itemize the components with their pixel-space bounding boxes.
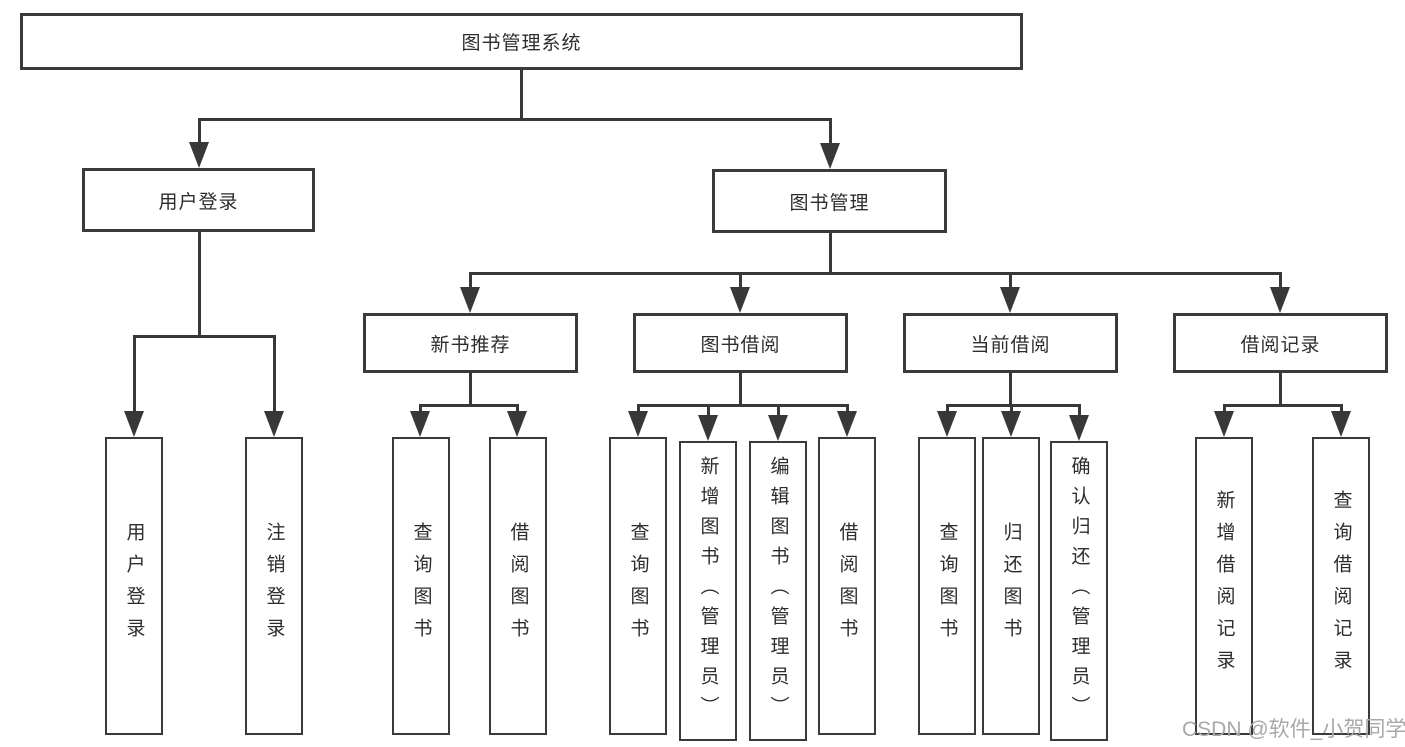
arrowhead-down-icon [837,411,857,437]
connector-line [132,336,136,413]
node-current-borrow: 当前借阅 [903,313,1118,373]
leaf-add-borrow-record-label: 新增借阅记录 [1213,490,1235,682]
connector-line [1278,273,1282,289]
node-root-library-system: 图书管理系统 [20,13,1023,70]
connector-line [1278,373,1282,407]
csdn-watermark: CSDN @软件_小贺同学 [1182,718,1405,741]
leaf-borrow-book-2: 借阅图书 [818,437,876,735]
leaf-query-borrow-record: 查询借阅记录 [1312,437,1370,735]
connector-line [133,334,276,338]
node-current-borrow-label: 当前借阅 [970,334,1051,356]
arrowhead-down-icon [264,411,284,437]
leaf-user-login-label: 用户登录 [123,522,145,650]
connector-line [738,273,742,289]
node-new-book-recommend: 新书推荐 [363,313,578,373]
node-book-borrow-label: 图书借阅 [700,334,781,356]
connector-line [945,405,949,413]
leaf-edit-book-admin-label: 编辑图书（管理员） [767,456,789,726]
arrowhead-down-icon [937,411,957,437]
arrowhead-down-icon [1214,411,1234,437]
connector-line [1339,405,1343,413]
connector-line [776,405,780,417]
leaf-query-book-1-label: 查询图书 [410,522,432,650]
arrowhead-down-icon [1001,411,1021,437]
connector-line [946,403,1081,407]
connector-line [637,403,849,407]
arrowhead-down-icon [730,287,750,313]
leaf-confirm-return-admin: 确认归还（管理员） [1050,441,1108,741]
connector-line [419,403,519,407]
leaf-query-book-3-label: 查询图书 [936,522,958,650]
connector-line [828,233,832,275]
connector-line [1077,405,1081,417]
leaf-query-book-1: 查询图书 [392,437,450,735]
arrowhead-down-icon [768,415,788,441]
connector-line [1008,373,1012,407]
arrowhead-down-icon [1270,287,1290,313]
leaf-confirm-return-admin-label: 确认归还（管理员） [1068,456,1090,726]
node-book-management-label: 图书管理 [789,192,870,214]
connector-line [845,405,849,413]
arrowhead-down-icon [189,142,209,168]
connector-line [828,119,832,146]
arrowhead-down-icon [1000,287,1020,313]
connector-line [738,373,742,407]
leaf-edit-book-admin: 编辑图书（管理员） [749,441,807,741]
leaf-borrow-book-1: 借阅图书 [489,437,547,735]
leaf-query-book-3: 查询图书 [918,437,976,735]
leaf-borrow-book-2-label: 借阅图书 [836,522,858,650]
leaf-query-book-2-label: 查询图书 [627,522,649,650]
connector-line [1009,405,1013,413]
arrowhead-down-icon [1069,415,1089,441]
node-borrow-record: 借阅记录 [1173,313,1388,373]
leaf-query-borrow-record-label: 查询借阅记录 [1330,490,1352,682]
arrowhead-down-icon [1331,411,1351,437]
connector-line [197,119,201,145]
connector-line [1222,405,1226,413]
connector-line [469,271,1282,275]
leaf-add-book-admin: 新增图书（管理员） [679,441,737,741]
node-book-borrow: 图书借阅 [633,313,848,373]
connector-line [636,405,640,413]
arrowhead-down-icon [628,411,648,437]
connector-line [468,373,472,407]
leaf-query-book-2: 查询图书 [609,437,667,735]
connector-line [197,232,201,338]
node-new-book-recommend-label: 新书推荐 [430,334,511,356]
connector-line [706,405,710,417]
connector-line [1223,403,1343,407]
leaf-logout-label: 注销登录 [263,522,285,650]
connector-line [418,405,422,413]
connector-line [519,70,523,121]
leaf-borrow-book-1-label: 借阅图书 [507,522,529,650]
node-user-login: 用户登录 [82,168,315,232]
arrowhead-down-icon [460,287,480,313]
connector-line [468,273,472,289]
node-borrow-record-label: 借阅记录 [1240,334,1321,356]
leaf-logout: 注销登录 [245,437,303,735]
leaf-return-book-label: 归还图书 [1000,522,1022,650]
arrowhead-down-icon [507,411,527,437]
node-user-login-label: 用户登录 [158,191,239,213]
leaf-add-borrow-record: 新增借阅记录 [1195,437,1253,735]
leaf-return-book: 归还图书 [982,437,1040,735]
arrowhead-down-icon [698,415,718,441]
node-root-label: 图书管理系统 [461,33,582,54]
arrowhead-down-icon [410,411,430,437]
connector-line [1008,273,1012,289]
leaf-add-book-admin-label: 新增图书（管理员） [697,456,719,726]
leaf-user-login: 用户登录 [105,437,163,735]
arrowhead-down-icon [820,143,840,169]
connector-line [515,405,519,413]
node-book-management: 图书管理 [712,169,947,233]
connector-line [272,336,276,413]
connector-line [198,117,832,121]
arrowhead-down-icon [124,411,144,437]
